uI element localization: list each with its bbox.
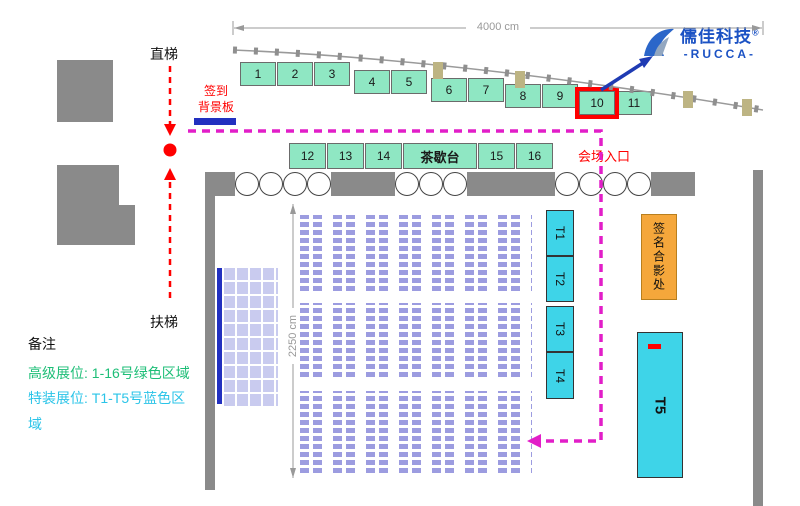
seating-area xyxy=(300,391,532,473)
round-table xyxy=(283,172,307,196)
round-table xyxy=(443,172,467,196)
signin-backdrop-label: 签到 背景板 xyxy=(193,84,239,115)
note-premium-booths: 高级展位: 1-16号绿色区域 xyxy=(28,365,190,382)
booth-13: 13 xyxy=(327,143,364,169)
booth-t3-label: T3 xyxy=(552,321,567,337)
booth-t4: T4 xyxy=(546,352,574,399)
rucca-logo: 儒佳科技® -RUCCA- xyxy=(640,22,792,61)
khaki-post xyxy=(433,62,443,79)
booth-15: 15 xyxy=(478,143,515,169)
building-block-top xyxy=(57,60,113,122)
khaki-post xyxy=(742,99,752,116)
round-table xyxy=(235,172,259,196)
booth-t5-label: T5 xyxy=(651,396,669,414)
booth-12: 12 xyxy=(289,143,326,169)
rucca-logo-icon xyxy=(644,28,674,56)
rucca-logo-text: 儒佳科技® -RUCCA- xyxy=(680,22,760,61)
wall-segment xyxy=(467,172,555,196)
booth-4: 4 xyxy=(354,70,390,94)
seating-area xyxy=(300,215,532,291)
booth-9: 9 xyxy=(542,84,578,108)
width-dimension-label: 4000 cm xyxy=(466,21,530,33)
wall-segment xyxy=(205,172,235,196)
round-table xyxy=(555,172,579,196)
seating-area xyxy=(300,303,532,377)
notes-title: 备注 xyxy=(28,336,56,352)
red-marker xyxy=(648,344,661,349)
booth-5: 5 xyxy=(391,70,427,94)
booth-t5: T5 xyxy=(637,332,683,478)
wall-segment xyxy=(331,172,395,196)
building-block-bottom-step xyxy=(119,205,135,245)
signin-line2: 背景板 xyxy=(197,99,234,114)
khaki-post xyxy=(683,91,693,108)
signin-line1: 签到 xyxy=(203,84,228,98)
building-block-bottom xyxy=(57,165,119,245)
booth-6: 6 xyxy=(431,78,467,102)
round-table xyxy=(627,172,651,196)
signin-backdrop-board xyxy=(194,118,236,125)
brand-name: 儒佳科技® xyxy=(680,27,760,46)
elevator-label: 直梯 xyxy=(150,46,178,62)
table-grid xyxy=(224,266,278,406)
tea-break-table: 茶歇台 xyxy=(403,143,477,169)
booth-8: 8 xyxy=(505,84,541,108)
blue-wall-strip xyxy=(217,268,222,404)
round-table xyxy=(419,172,443,196)
booth-1: 1 xyxy=(240,62,276,86)
booth-t2-label: T2 xyxy=(552,271,567,287)
height-dimension-label: 2250 cm xyxy=(287,308,299,364)
booth-2: 2 xyxy=(277,62,313,86)
notes-block: 备注 高级展位: 1-16号绿色区域 特装展位: T1-T5号蓝色区域 xyxy=(28,332,190,437)
elevator-arrowhead xyxy=(164,124,176,136)
signature-photo-area: 签名合影处 xyxy=(641,214,677,300)
booth-16: 16 xyxy=(516,143,553,169)
escalator-arrowhead xyxy=(164,168,176,180)
signature-photo-label: 签名合影处 xyxy=(651,222,666,292)
booth-10-highlight-box xyxy=(575,87,619,119)
round-table xyxy=(307,172,331,196)
hall-right-wall xyxy=(753,170,763,506)
booth-t2: T2 xyxy=(546,256,574,302)
brand-romanized: -RUCCA- xyxy=(683,47,756,61)
booth-t3: T3 xyxy=(546,306,574,352)
round-table xyxy=(579,172,603,196)
note-special-booths: 特装展位: T1-T5号蓝色区域 xyxy=(28,390,186,432)
round-table xyxy=(395,172,419,196)
booth10-callout-arrow xyxy=(600,61,644,92)
booth-t4-label: T4 xyxy=(552,368,567,383)
booth-11: 11 xyxy=(616,91,652,115)
booth-7: 7 xyxy=(468,78,504,102)
booth-14: 14 xyxy=(365,143,402,169)
round-table xyxy=(603,172,627,196)
booth-3: 3 xyxy=(314,62,350,86)
meeting-point-dot xyxy=(163,143,177,157)
booth-t1: T1 xyxy=(546,210,574,256)
wall-segment xyxy=(651,172,695,196)
entrance-label: 会场入口 xyxy=(578,149,631,164)
hall-left-wall xyxy=(205,172,215,490)
escalator-label: 扶梯 xyxy=(150,314,178,330)
round-table xyxy=(259,172,283,196)
booth-t1-label: T1 xyxy=(552,225,567,241)
